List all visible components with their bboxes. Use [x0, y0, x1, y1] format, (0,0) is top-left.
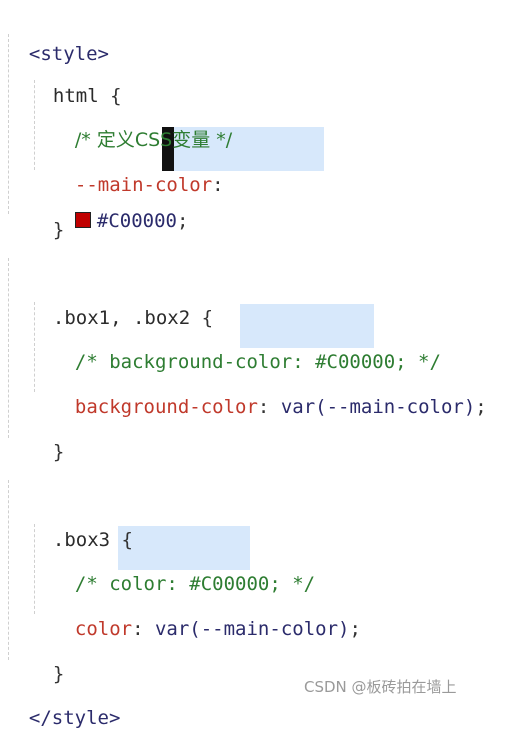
code-line[interactable]: background-color: var(--main-color);: [52, 353, 487, 418]
css-value: var(--main-color): [154, 618, 350, 640]
semicolon: ;: [349, 618, 361, 640]
code-line[interactable]: /* background-color: #C00000; */: [52, 308, 441, 373]
code-line[interactable]: }: [30, 620, 64, 685]
code-line[interactable]: .box3 {: [30, 486, 133, 551]
open-brace: {: [110, 529, 133, 551]
close-brace: }: [52, 219, 65, 241]
colon: :: [212, 174, 224, 196]
color-swatch-icon[interactable]: [74, 211, 91, 228]
colon: :: [257, 396, 281, 418]
code-line[interactable]: .box1, .box2 {: [30, 264, 213, 329]
code-line[interactable]: /* 定义CSS变量 */: [52, 86, 232, 151]
open-brace: {: [98, 85, 122, 107]
close-brace: }: [52, 663, 65, 685]
css-property: background-color: [74, 396, 258, 418]
css-selector: .box1, .box2: [52, 307, 191, 329]
css-property: color: [74, 618, 133, 640]
selection-highlight: [240, 304, 374, 348]
color-value: #C00000: [96, 210, 177, 232]
indent-guide: [34, 302, 35, 392]
code-line[interactable]: color: var(--main-color);: [52, 575, 361, 640]
style-close-tag: </style>: [28, 707, 121, 729]
close-brace: }: [52, 441, 65, 463]
colon: :: [132, 618, 155, 640]
watermark: CSDN @板砖拍在墙上: [304, 678, 457, 696]
code-comment: /* 定义CSS变量 */: [74, 129, 233, 151]
indent-guide: [8, 34, 9, 214]
css-variable-name: --main-color: [74, 174, 213, 196]
open-brace: {: [190, 307, 214, 329]
code-line[interactable]: }: [30, 398, 64, 463]
code-line[interactable]: </style>: [6, 664, 121, 729]
code-line[interactable]: }: [30, 176, 64, 241]
code-line[interactable]: html {: [30, 42, 122, 107]
css-selector: html: [52, 85, 99, 107]
semicolon: ;: [176, 210, 189, 232]
selection-highlight: [118, 526, 250, 570]
text-cursor: [162, 127, 174, 171]
semicolon: ;: [475, 396, 487, 418]
code-comment: /* color: #C00000; */: [74, 573, 316, 595]
code-line[interactable]: <style>: [6, 0, 109, 65]
selection-highlight: [172, 127, 324, 171]
css-value: var(--main-color): [280, 396, 476, 418]
code-line[interactable]: /* color: #C00000; */: [52, 530, 315, 595]
indent-guide: [8, 480, 9, 660]
indent-guide: [34, 80, 35, 170]
code-comment: /* background-color: #C00000; */: [74, 351, 441, 373]
indent-guide: [34, 524, 35, 614]
code-line[interactable]: --main-color: #C00000;: [52, 131, 224, 232]
indent-guide: [8, 258, 9, 438]
style-open-tag: <style>: [28, 43, 109, 65]
css-selector: .box3: [52, 529, 111, 551]
